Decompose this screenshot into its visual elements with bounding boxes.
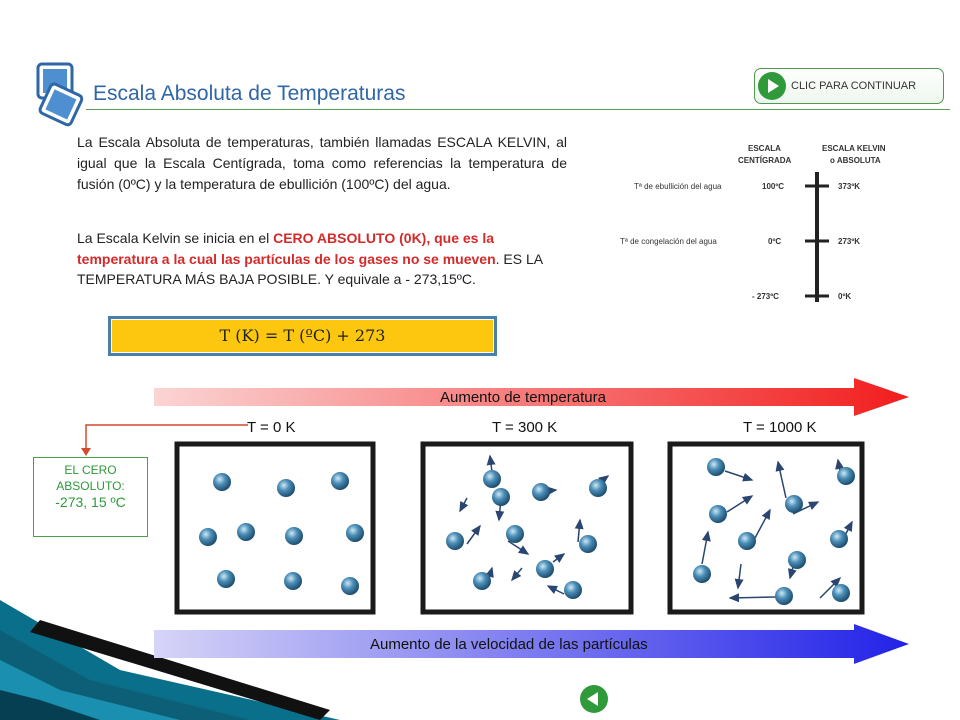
page-title: Escala Absoluta de Temperaturas (93, 82, 406, 105)
zero-line2: ABSOLUTO: (56, 479, 125, 493)
label-300k: T = 300 K (492, 419, 558, 436)
label-0k: T = 0 K (247, 419, 296, 436)
row1-kelvin: 373ºK (838, 182, 861, 191)
absolute-zero-box: EL CERO ABSOLUTO: -273, 15 ºC (33, 457, 148, 537)
zero-line3: -273, 15 ºC (55, 494, 126, 510)
formula-box: T (K) = T (ºC) + 273 (108, 316, 497, 356)
speed-increase-arrow (154, 624, 909, 664)
col2-line2: o ABSOLUTA (830, 156, 881, 165)
continue-button[interactable]: CLIC PARA CONTINUAR (754, 68, 944, 104)
row1-celsius: 100ºC (762, 182, 785, 191)
title-divider (86, 109, 950, 110)
row3-celsius: - 273ºC (752, 292, 779, 301)
corner-decoration (0, 600, 340, 720)
kelvin-paragraph: La Escala Kelvin se inicia en el CERO AB… (77, 228, 567, 290)
connector-line (81, 424, 248, 456)
zero-line1: EL CERO (64, 463, 117, 477)
row2-label: Tª de congelación del agua (620, 237, 717, 246)
back-button[interactable] (580, 685, 608, 713)
col1-line1: ESCALA (748, 144, 781, 153)
row2-celsius: 0ºC (768, 237, 782, 246)
row3-kelvin: 0ºK (838, 292, 852, 301)
label-1000k: T = 1000 K (743, 419, 817, 436)
scale-bars (805, 172, 829, 302)
play-icon (758, 72, 786, 100)
row1-label: Tª de ebullición del agua (634, 182, 722, 191)
temperature-increase-label: Aumento de temperatura (440, 389, 606, 406)
col2-line1: ESCALA KELVIN (822, 144, 886, 153)
kelvin-text-end: . ES LA TEMPERATURA MÁS BAJA POSIBLE. Y … (77, 250, 543, 288)
formula-text: T (K) = T (ºC) + 273 (111, 319, 494, 353)
logo-icon (36, 62, 84, 127)
col1-line2: CENTÍGRADA (738, 156, 792, 165)
kelvin-text-start: La Escala Kelvin se inicia en el (77, 230, 274, 246)
row2-kelvin: 273ºK (838, 237, 861, 246)
speed-increase-label: Aumento de la velocidad de las partícula… (370, 636, 648, 653)
continue-label: CLIC PARA CONTINUAR (791, 80, 917, 92)
temperature-increase-arrow (154, 378, 909, 416)
intro-paragraph: La Escala Absoluta de temperaturas, tamb… (77, 134, 567, 192)
scale-diagram: ESCALA CENTÍGRADA ESCALA KELVIN o ABSOLU… (610, 130, 950, 325)
kelvin-text-highlight: CERO ABSOLUTO (0K), que es la temperatur… (77, 230, 496, 267)
particle-diagrams (174, 441, 865, 615)
